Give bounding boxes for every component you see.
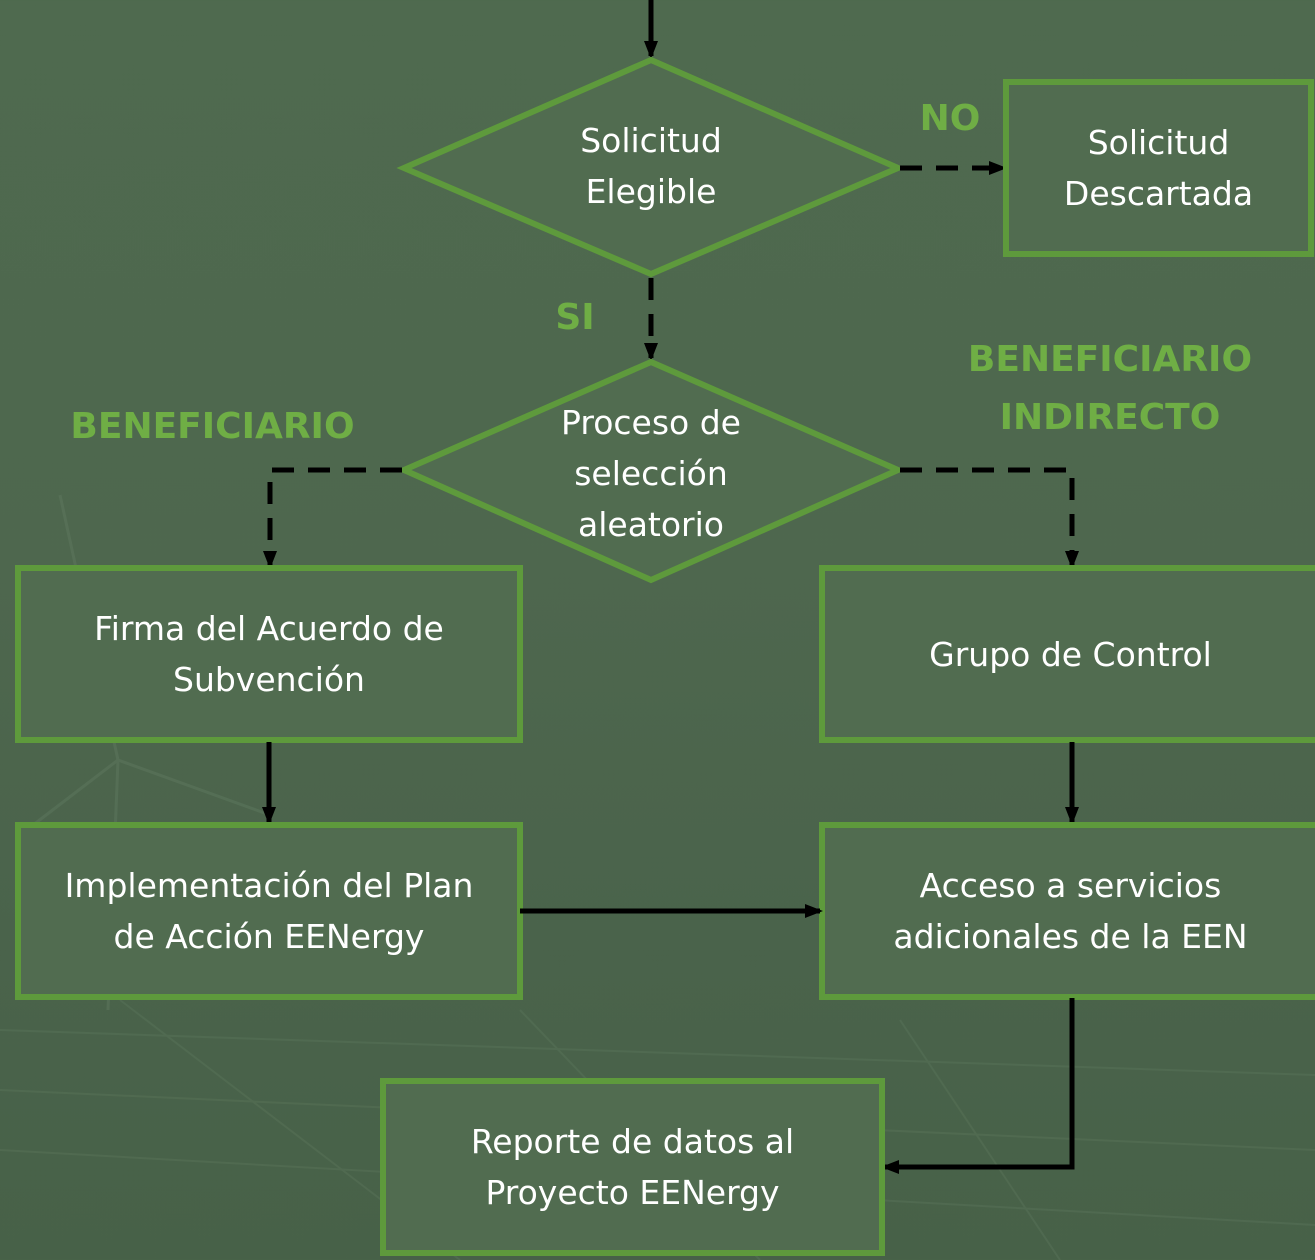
node-solicitud-elegible: Solicitud Elegible [580, 121, 722, 211]
box-reporte-datos [380, 1078, 885, 1256]
label-beneficiario: BENEFICIARIO [70, 406, 355, 447]
decision-proceso-seleccion [396, 358, 906, 584]
node-reporte-datos: Reporte de datos al Proyecto EENergy [470, 1122, 795, 1212]
box-firma-acuerdo [15, 565, 523, 743]
node-proceso-seleccion: Proceso de selección aleatorio [561, 402, 741, 544]
node-acceso-servicios: Acceso a servicios adicionales de la EEN [893, 866, 1248, 956]
box-solicitud-descartada [1003, 79, 1314, 257]
node-grupo-control: Grupo de Control [929, 634, 1212, 674]
label-si: SI [555, 297, 595, 338]
arrow-acceso-to-reporte [881, 998, 1075, 1174]
arrow-beneficiario [263, 467, 402, 569]
box-grupo-control [819, 565, 1315, 743]
node-implementacion-plan: Implementación del Plan de Acción EENerg… [64, 866, 474, 956]
node-solicitud-descartada: Solicitud Descartada [1063, 123, 1254, 213]
node-firma-acuerdo: Firma del Acuerdo de Subvención [94, 609, 444, 699]
box-acceso-servicios [819, 822, 1315, 1000]
decision-solicitud-elegible [396, 56, 906, 278]
label-beneficiario-indirecto: BENEFICIARIO INDIRECTO [967, 339, 1253, 438]
label-no: NO [919, 98, 981, 139]
box-implementacion-plan [15, 822, 523, 1000]
arrow-beneficiario-indirecto [900, 467, 1079, 569]
